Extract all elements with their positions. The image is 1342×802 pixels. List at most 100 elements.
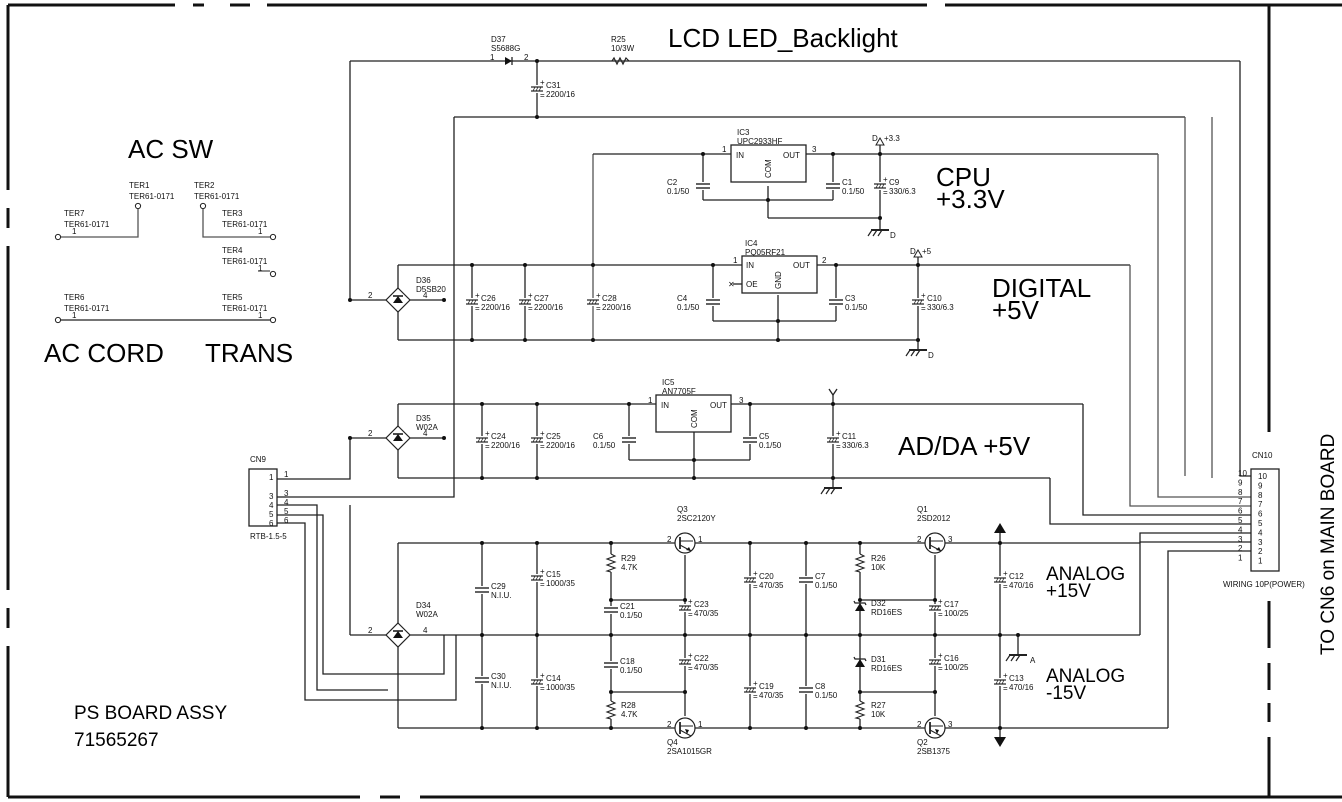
c21-value: 0.1/50 <box>620 611 643 620</box>
svg-text:2: 2 <box>524 53 529 62</box>
svg-text:4: 4 <box>269 501 274 510</box>
svg-text:+: + <box>688 597 693 606</box>
svg-text:6: 6 <box>269 519 274 528</box>
capacitor-c2 <box>696 182 710 190</box>
c10-ref: C10 <box>927 294 942 303</box>
svg-text:4: 4 <box>423 626 428 635</box>
power-flag-3v3: D <box>872 134 885 146</box>
svg-text:4: 4 <box>423 429 428 438</box>
resistor-r25 <box>611 56 630 66</box>
svg-text:=: = <box>938 610 943 619</box>
svg-text:2: 2 <box>917 535 922 544</box>
c30-value: N.I.U. <box>491 681 511 690</box>
ter6-part: TER61-0171 <box>64 304 110 313</box>
ter7-terminal <box>54 233 62 241</box>
analog-neg-arrow <box>994 737 1006 747</box>
diode-d37: 1 2 <box>490 53 529 65</box>
c9-ref: C9 <box>889 178 900 187</box>
capacitor-c22: += <box>678 651 693 673</box>
c31-ref: C31 <box>546 81 561 90</box>
ic4-out-pin: OUT <box>793 261 810 270</box>
ic3-out-pin: OUT <box>783 151 800 160</box>
c4-value: 0.1/50 <box>677 303 700 312</box>
c15-ref: C15 <box>546 570 561 579</box>
ic3-com-pin: COM <box>764 159 773 178</box>
c19-value: 470/35 <box>759 691 784 700</box>
capacitor-c25: += <box>530 429 545 451</box>
c3-value: 0.1/50 <box>845 303 868 312</box>
c20-ref: C20 <box>759 572 774 581</box>
svg-text:+: + <box>475 291 480 300</box>
capacitor-c6 <box>622 436 636 444</box>
cn10-ref: CN10 <box>1252 451 1273 460</box>
capacitor-c23: += <box>678 597 693 619</box>
ic5-ref: IC5 <box>662 378 675 387</box>
c27-ref: C27 <box>534 294 549 303</box>
svg-text:=: = <box>883 188 888 197</box>
cn10-pin-inner: 8 <box>1258 491 1263 500</box>
svg-text:=: = <box>921 304 926 313</box>
c31-value: 2200/16 <box>546 90 575 99</box>
svg-text:+: + <box>688 651 693 660</box>
svg-text:4: 4 <box>423 291 428 300</box>
capacitor-c4 <box>706 298 720 306</box>
r29-value: 4.7K <box>621 563 638 572</box>
svg-text:1: 1 <box>72 227 77 236</box>
cn10-pin-outer: 9 <box>1238 478 1243 487</box>
d34-ref: D34 <box>416 601 431 610</box>
ter1-part: TER61-0171 <box>129 192 175 201</box>
q2-ref: Q2 <box>917 738 928 747</box>
ic3-ref: IC3 <box>737 128 750 137</box>
svg-text:1: 1 <box>698 720 703 729</box>
svg-text:+: + <box>836 429 841 438</box>
capacitor-c24: += <box>475 429 490 451</box>
svg-text:+: + <box>540 567 545 576</box>
c11-value: 330/6.3 <box>842 441 869 450</box>
resistors-vertical <box>605 553 866 720</box>
svg-text:=: = <box>836 442 841 451</box>
svg-text:+: + <box>921 291 926 300</box>
cn10-pin-inner: 1 <box>1258 557 1263 566</box>
cn10-pin-outer: 3 <box>1238 535 1243 544</box>
d31-ref: D31 <box>871 655 886 664</box>
ic3-part: UPC2933HF <box>737 137 782 146</box>
cn9-part: RTB-1.5-5 <box>250 532 287 541</box>
ter5-terminal <box>269 316 277 324</box>
svg-text:+: + <box>753 569 758 578</box>
svg-text:=: = <box>485 442 490 451</box>
capacitor-c7 <box>799 576 813 584</box>
c1-value: 0.1/50 <box>842 187 865 196</box>
flag-5v-label: +5 <box>922 247 932 256</box>
c25-ref: C25 <box>546 432 561 441</box>
capacitor-c8 <box>799 686 813 694</box>
title-analog-neg: ANALOG <box>1046 666 1125 687</box>
ac-switch-terminals: 1 1 1 1 1 <box>54 202 277 324</box>
ter2-terminal <box>199 202 207 210</box>
c23-value: 470/35 <box>694 609 719 618</box>
svg-text:1: 1 <box>722 145 727 154</box>
ter5-part: TER61-0171 <box>222 304 268 313</box>
svg-text:4: 4 <box>284 498 289 507</box>
c12-ref: C12 <box>1009 572 1024 581</box>
svg-text:1: 1 <box>698 535 703 544</box>
d32-ref: D32 <box>871 599 886 608</box>
q3-ref: Q3 <box>677 505 688 514</box>
capacitor-c15: += <box>530 567 545 589</box>
c24-value: 2200/16 <box>491 441 520 450</box>
capacitor-c13: += <box>993 671 1008 693</box>
d36-ref: D36 <box>416 276 431 285</box>
capacitor-c21 <box>604 606 618 614</box>
c28-ref: C28 <box>602 294 617 303</box>
capacitor-c11: += <box>826 429 841 451</box>
ter2-part: TER61-0171 <box>194 192 240 201</box>
svg-text:+: + <box>1003 671 1008 680</box>
connector-cn9: 1 3 4 5 6 1 3 4 5 6 <box>248 468 289 528</box>
ter6-ref: TER6 <box>64 293 85 302</box>
r25-ref: R25 <box>611 35 626 44</box>
svg-text:1: 1 <box>284 470 289 479</box>
